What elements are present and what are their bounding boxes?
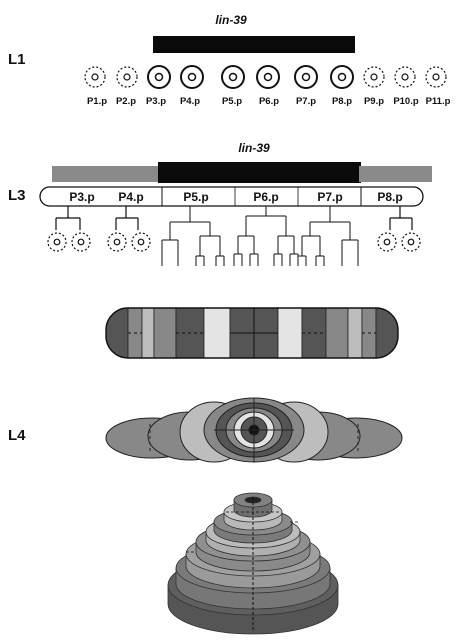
cell-p2p: P2.p [116, 67, 137, 107]
gene-label-mid: lin-39 [238, 141, 270, 155]
l4-vulval-rings-top-view [106, 398, 402, 462]
cell-label: P2.p [116, 96, 136, 107]
cell-p10p: P10.p [393, 67, 419, 107]
cell-label: P11.p [426, 96, 451, 107]
stage-label-l1: L1 [8, 51, 26, 68]
cell-p6p: P6.p [257, 66, 279, 107]
l1-cell-row: P1.p P2.p P3.p P4.p P5.p P6.p [85, 66, 451, 107]
l3-cell-label-p3p: P3.p [69, 190, 94, 204]
lineage-p7p [298, 206, 358, 266]
cell-p8p: P8.p [331, 66, 353, 107]
cell-p5p: P5.p [222, 66, 244, 107]
l3-cell-row: P3.p P4.p P5.p P6.p P7.p P8.p [40, 187, 423, 206]
stage-label-l4: L4 [8, 427, 26, 444]
cell-p4p: P4.p [180, 66, 203, 107]
cell-p3p: P3.p [146, 66, 170, 107]
cell-label: P7.p [296, 96, 316, 107]
lineage-p3p [48, 206, 90, 251]
vulval-precursor-band-strip [106, 308, 398, 358]
lineage-p8p [378, 206, 420, 251]
cell-label: P9.p [364, 96, 384, 107]
l3-cell-label-p7p: P7.p [317, 190, 342, 204]
lineage-p4p [108, 206, 150, 251]
stage-label-l3: L3 [8, 187, 26, 204]
cell-label: P10.p [393, 96, 419, 107]
cell-p1p: P1.p [85, 67, 107, 107]
cell-label: P3.p [146, 96, 166, 107]
cell-label: P4.p [180, 96, 200, 107]
cell-label: P5.p [222, 96, 242, 107]
lineage-p6p [234, 206, 298, 266]
cell-p11p: P11.p [426, 67, 451, 107]
lineage-p5p [162, 206, 224, 266]
l3-cell-label-p5p: P5.p [183, 190, 208, 204]
l3-cell-label-p6p: P6.p [253, 190, 278, 204]
gene-label-top: lin-39 [215, 13, 247, 27]
lin39-expression-bar-l3 [52, 162, 432, 183]
cell-p7p: P7.p [295, 66, 317, 107]
cell-p9p: P9.p [364, 67, 384, 107]
cell-label: P6.p [259, 96, 279, 107]
l4-vulva-3d-stack [168, 493, 338, 634]
cell-label: P8.p [332, 96, 352, 107]
l3-cell-label-p4p: P4.p [118, 190, 143, 204]
l3-cell-label-p8p: P8.p [377, 190, 402, 204]
cell-label: P1.p [87, 96, 107, 107]
lin39-expression-bar-l1 [153, 36, 355, 53]
